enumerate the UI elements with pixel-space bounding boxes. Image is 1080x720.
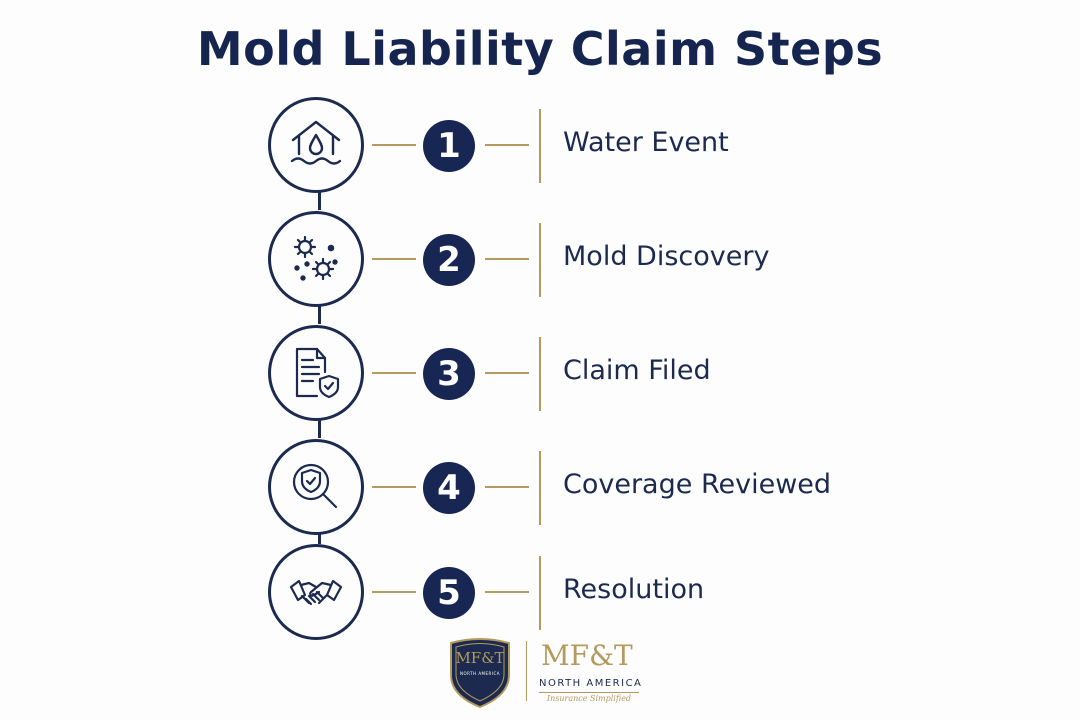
logo-shield-text: MF&T xyxy=(455,649,505,667)
divider xyxy=(539,223,541,297)
logo-shield: MF&T NORTH AMERICA xyxy=(447,635,513,709)
connector-line xyxy=(485,591,529,593)
connector-line xyxy=(372,486,416,488)
step-number-badge: 1 xyxy=(423,120,475,172)
logo-brand-name: MF&T xyxy=(541,639,633,672)
step-water-event: 1 Water Event xyxy=(0,97,1080,197)
document-shield-icon xyxy=(295,347,340,399)
logo-brand-subtitle: NORTH AMERICA xyxy=(539,678,643,689)
step-resolution: 5 Resolution xyxy=(0,544,1080,644)
logo-tagline: Insurance Simplified xyxy=(546,694,632,703)
timeline-connector xyxy=(318,304,321,324)
connector-line xyxy=(372,372,416,374)
step-number-badge: 3 xyxy=(423,348,475,400)
step-icon-circle xyxy=(268,544,364,640)
step-label: Coverage Reviewed xyxy=(563,469,832,500)
step-label: Water Event xyxy=(563,127,729,158)
timeline-connector xyxy=(318,532,321,544)
logo-rule xyxy=(539,692,639,693)
house-water-drop-icon xyxy=(290,120,342,165)
divider xyxy=(539,451,541,525)
connector-line xyxy=(485,258,529,260)
step-icon-circle xyxy=(268,211,364,307)
connector-line xyxy=(485,144,529,146)
mold-spores-icon xyxy=(293,235,338,281)
connector-line xyxy=(485,486,529,488)
divider xyxy=(539,556,541,630)
step-label: Resolution xyxy=(563,574,705,605)
company-logo: MF&T NORTH AMERICA MF&T NORTH AMERICA In… xyxy=(447,635,647,709)
step-number-badge: 2 xyxy=(423,234,475,286)
logo-divider xyxy=(526,641,527,701)
step-number-badge: 4 xyxy=(423,462,475,514)
divider xyxy=(539,337,541,411)
step-number-badge: 5 xyxy=(423,567,475,619)
connector-line xyxy=(372,258,416,260)
step-mold-discovery: 2 Mold Discovery xyxy=(0,211,1080,311)
step-label: Claim Filed xyxy=(563,355,711,386)
logo-shield-subtext: NORTH AMERICA xyxy=(459,671,501,676)
step-icon-circle xyxy=(268,97,364,193)
step-coverage-reviewed: 4 Coverage Reviewed xyxy=(0,439,1080,539)
handshake-icon xyxy=(289,579,343,606)
page-title: Mold Liability Claim Steps xyxy=(196,22,884,76)
step-label: Mold Discovery xyxy=(563,241,770,272)
step-claim-filed: 3 Claim Filed xyxy=(0,325,1080,425)
step-icon-circle xyxy=(268,439,364,535)
divider xyxy=(539,109,541,183)
connector-line xyxy=(372,591,416,593)
timeline-connector xyxy=(318,418,321,438)
timeline-connector xyxy=(318,190,321,210)
connector-line xyxy=(372,144,416,146)
shield-icon xyxy=(450,638,510,709)
connector-line xyxy=(485,372,529,374)
step-icon-circle xyxy=(268,325,364,421)
magnifier-shield-icon xyxy=(292,463,338,509)
